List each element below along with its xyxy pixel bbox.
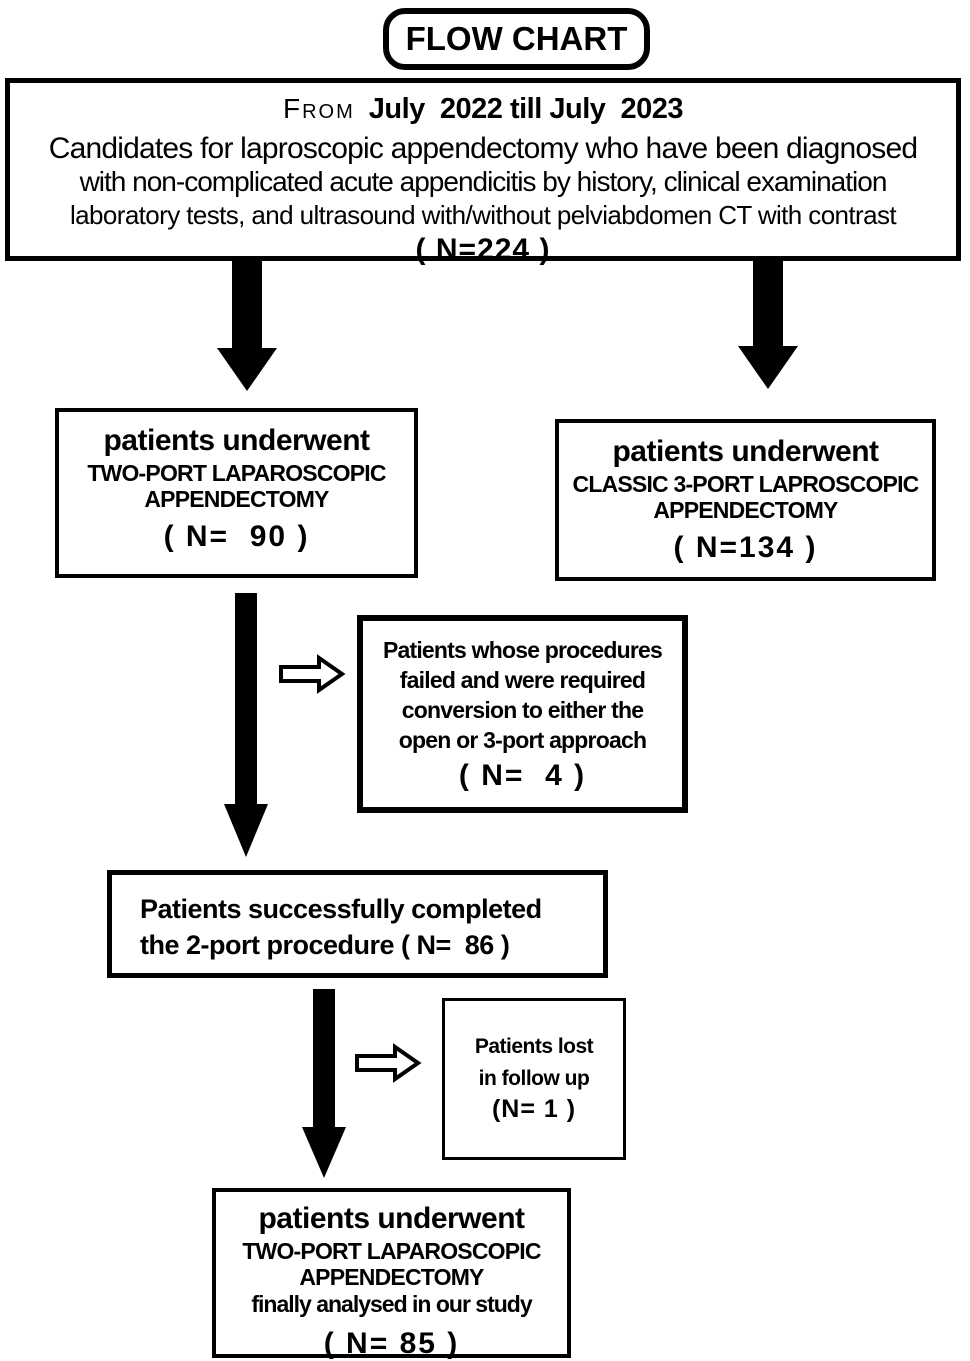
conversion-line-2: failed and were required: [399, 667, 646, 693]
final-count: ( N= 85 ): [323, 1327, 460, 1360]
conversion-count: ( N= 4 ): [458, 759, 587, 792]
eligibility-desc-line-2: with non-complicated acute appendicitis …: [79, 166, 888, 197]
study-period-line: From July 2022 till July 2023: [10, 91, 956, 132]
two-port-group-box: patients underwent TWO-PORT LAPAROSCOPIC…: [55, 408, 418, 578]
study-period-prefix: From: [282, 93, 355, 124]
eligibility-desc-line-3: laboratory tests, and ultrasound with/wi…: [70, 200, 897, 230]
success-line-2: the 2-port procedure ( N= 86 ): [140, 930, 510, 960]
three-port-group-box: patients underwent CLASSIC 3-PORT LAPROS…: [555, 419, 936, 581]
study-period-dates: July 2022 till July 2023: [368, 93, 684, 125]
down-arrow-icon: [224, 593, 268, 857]
page-title: FLOW CHART: [405, 20, 628, 57]
three-port-procedure-line-1: CLASSIC 3-PORT LAPROSCOPIC: [572, 471, 920, 497]
final-note: finally analysed in our study: [251, 1291, 532, 1317]
three-port-procedure-line-2: APPENDECTOMY: [653, 497, 838, 523]
flow-chart-title-box: FLOW CHART: [383, 8, 650, 70]
two-port-heading: patients underwent: [103, 424, 370, 457]
final-analysis-box: patients underwent TWO-PORT LAPAROSCOPIC…: [212, 1188, 571, 1360]
lost-count: (N= 1 ): [491, 1095, 577, 1123]
conversion-line-4: open or 3-port approach: [398, 727, 647, 753]
conversion-box: Patients whose procedures failed and wer…: [357, 615, 688, 813]
lost-to-follow-up-box: Patients lost in follow up (N= 1 ): [442, 998, 626, 1160]
two-port-count: ( N= 90 ): [163, 520, 310, 553]
lost-line-1: Patients lost: [474, 1035, 594, 1058]
two-port-procedure-line-1: TWO-PORT LAPAROSCOPIC: [87, 460, 386, 486]
final-procedure-line-2: APPENDECTOMY: [299, 1264, 484, 1290]
final-heading: patients underwent: [258, 1202, 525, 1235]
eligibility-count: ( N=224 ): [415, 233, 551, 266]
lost-line-2: in follow up: [478, 1067, 590, 1090]
final-procedure-line-1: TWO-PORT LAPAROSCOPIC: [242, 1238, 541, 1264]
conversion-line-3: conversion to either the: [401, 697, 644, 723]
success-box: Patients successfully completed the 2-po…: [107, 870, 608, 978]
right-arrow-icon: [355, 1043, 422, 1083]
three-port-heading: patients underwent: [612, 435, 879, 468]
down-arrow-icon: [217, 261, 277, 391]
conversion-line-1: Patients whose procedures: [382, 637, 663, 663]
three-port-count: ( N=134 ): [673, 531, 818, 564]
right-arrow-icon: [279, 654, 346, 694]
down-arrow-icon: [302, 989, 346, 1178]
two-port-procedure-line-2: APPENDECTOMY: [144, 486, 329, 512]
eligibility-box: From July 2022 till July 2023 Candidates …: [5, 78, 961, 266]
success-line-1: Patients successfully completed: [140, 894, 542, 924]
down-arrow-icon: [738, 261, 798, 389]
eligibility-desc-line-1: Candidates for laproscopic appendectomy …: [48, 132, 918, 165]
